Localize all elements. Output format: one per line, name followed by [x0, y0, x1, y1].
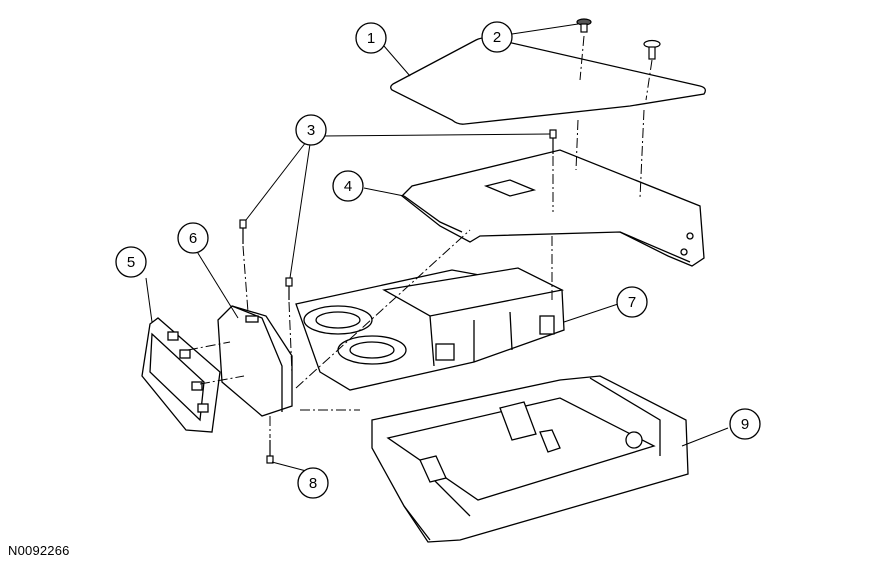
callout-6-label: 6 [189, 230, 197, 247]
callout-4-label: 4 [344, 178, 352, 195]
alignment-lines [187, 35, 653, 438]
callout-3-label: 3 [307, 122, 315, 139]
part-2-push-pins [576, 18, 661, 60]
callout-1: 1 [355, 22, 387, 54]
callout-7: 7 [616, 286, 648, 318]
part-4-bracket [401, 149, 705, 267]
callout-6: 6 [177, 222, 209, 254]
leader-lines [145, 23, 729, 473]
callout-3: 3 [295, 114, 327, 146]
callout-8: 8 [297, 467, 329, 499]
callout-9: 9 [729, 408, 761, 440]
part-5-bezel [141, 317, 221, 433]
part-8-screw [266, 440, 274, 464]
callout-4: 4 [332, 170, 364, 202]
callout-5: 5 [115, 246, 147, 278]
part-3-screws [239, 129, 557, 300]
callout-2: 2 [481, 21, 513, 53]
part-6-trim-panel [217, 305, 293, 417]
callout-9-label: 9 [741, 416, 749, 433]
part-7-cupholder-assembly [295, 267, 565, 391]
callout-2-label: 2 [493, 29, 501, 46]
callout-5-label: 5 [127, 254, 135, 271]
figure-id: N0092266 [8, 543, 70, 558]
callout-8-label: 8 [309, 475, 317, 492]
part-9-console-bin [371, 375, 689, 543]
callout-1-label: 1 [367, 30, 375, 47]
callout-7-label: 7 [628, 294, 636, 311]
part-1-cover-panel [390, 37, 706, 125]
